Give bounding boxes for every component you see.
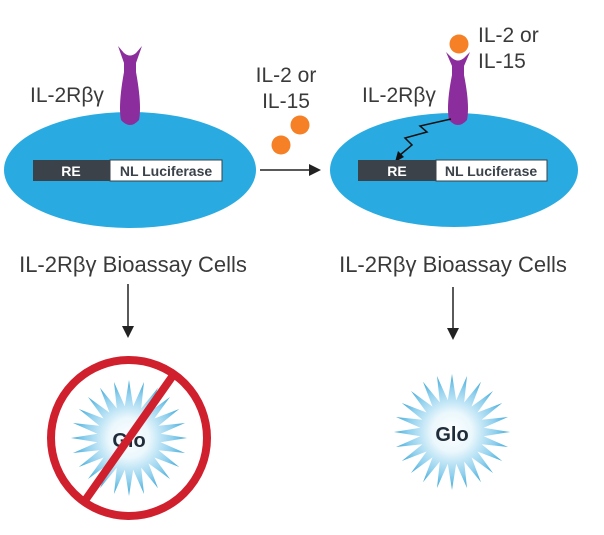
no-sign-slash [80, 371, 178, 505]
right-panel: IL-2 or IL-15 IL-2Rβγ RE NL Luciferase I… [330, 24, 578, 490]
left-re-label: RE [61, 163, 80, 179]
right-cell-caption: IL-2Rβγ Bioassay Cells [339, 252, 567, 277]
ligand-dot-icon [290, 115, 310, 135]
left-receptor-label: IL-2Rβγ [30, 84, 104, 107]
right-glo-burst [394, 374, 510, 490]
no-sign-icon [47, 356, 211, 520]
right-nl-box [435, 159, 548, 182]
right-ligand-line2: IL-15 [478, 50, 526, 73]
left-down-arrowhead [122, 326, 134, 338]
right-nl-label: NL Luciferase [445, 163, 538, 179]
left-panel: IL-2Rβγ RE NL Luciferase IL-2Rβγ Bioassa… [4, 46, 256, 520]
right-arrowhead [309, 164, 321, 176]
right-glo-label: Glo [435, 424, 468, 446]
left-cell-caption: IL-2Rβγ Bioassay Cells [19, 252, 247, 277]
right-re-label: RE [387, 163, 406, 179]
right-down-arrowhead [447, 328, 459, 340]
signal-arrowhead [395, 151, 404, 162]
middle-ligand-line1: IL-2 or [256, 64, 317, 87]
left-nl-label: NL Luciferase [120, 163, 213, 179]
right-re-box [358, 160, 436, 181]
ligand-dot-icon [271, 135, 291, 155]
left-re-box [33, 160, 110, 181]
left-receptor-icon [118, 46, 142, 125]
middle-ligand-line2: IL-15 [262, 90, 310, 113]
right-receptor-label: IL-2Rβγ [362, 84, 436, 107]
bound-ligand-icon [449, 34, 469, 54]
right-receptor-icon [446, 52, 470, 125]
middle-step: IL-2 or IL-15 [256, 64, 321, 176]
left-nl-box [109, 159, 223, 182]
right-ligand-line1: IL-2 or [478, 24, 539, 47]
signal-zigzag-icon [399, 118, 452, 156]
